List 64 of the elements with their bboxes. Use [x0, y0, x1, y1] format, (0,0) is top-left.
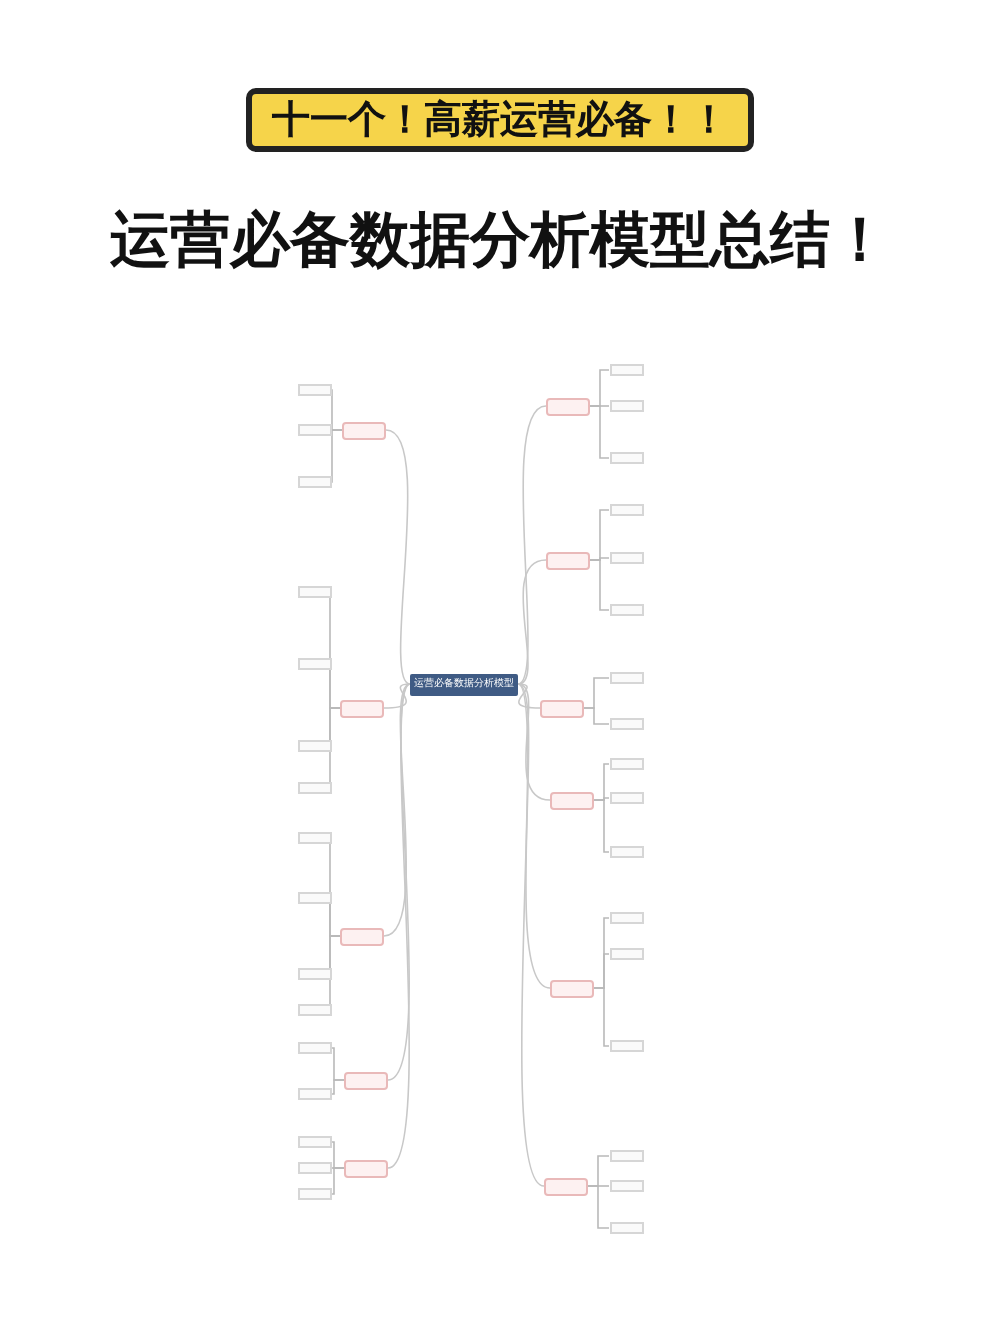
subtopic-box	[297, 740, 331, 752]
connector-line	[385, 429, 411, 685]
title: 运营必备数据分析模型总结！	[108, 204, 892, 280]
subtopic-box	[609, 400, 643, 412]
subtopic-box	[609, 912, 643, 924]
subtopic-box	[297, 968, 331, 980]
subtopic-box	[609, 604, 643, 616]
subtopic-box	[609, 1150, 643, 1162]
subtopic-box	[297, 832, 331, 844]
branch-box	[550, 979, 594, 997]
subtopic-box	[609, 452, 643, 464]
banner: 十一个！高薪运营必备！！	[246, 88, 754, 152]
subtopic-box	[297, 1042, 331, 1054]
subtopic-box	[609, 846, 643, 858]
connector-line	[517, 559, 547, 685]
branch-box	[344, 1159, 388, 1177]
subtopic-box	[609, 1222, 643, 1234]
subtopic-box	[297, 1088, 331, 1100]
connector-line	[383, 683, 411, 709]
subtopic-box	[297, 1188, 331, 1200]
subtopic-box	[609, 948, 643, 960]
subtopic-box	[609, 1180, 643, 1192]
branch-box	[342, 421, 386, 439]
branch-box	[546, 397, 590, 415]
subtopic-box	[609, 672, 643, 684]
subtopic-box	[297, 384, 331, 396]
connector-line	[383, 683, 411, 937]
branch-box	[544, 1177, 588, 1195]
connector-line	[387, 683, 411, 1081]
branch-box	[540, 699, 584, 717]
subtopic-box	[609, 504, 643, 516]
connector-line	[517, 683, 551, 989]
connector-line	[517, 405, 547, 685]
subtopic-box	[297, 782, 331, 794]
branch-box	[550, 791, 594, 809]
subtopic-box	[297, 1136, 331, 1148]
subtopic-box	[297, 424, 331, 436]
subtopic-box	[297, 892, 331, 904]
subtopic-box	[297, 1162, 331, 1174]
branch-box	[546, 551, 590, 569]
subtopic-box	[609, 552, 643, 564]
subtopic-box	[297, 1004, 331, 1016]
subtopic-box	[609, 792, 643, 804]
connector-line	[517, 683, 545, 1187]
subtopic-box	[609, 758, 643, 770]
connector-line	[589, 559, 610, 611]
subtopic-box	[609, 1040, 643, 1052]
subtopic-box	[297, 476, 331, 488]
connector-line	[517, 683, 541, 709]
branch-box	[344, 1071, 388, 1089]
connector-line	[583, 707, 610, 725]
subtopic-box	[297, 658, 331, 670]
connector-line	[387, 683, 411, 1169]
subtopic-box	[297, 586, 331, 598]
connector-line	[517, 683, 551, 801]
subtopic-box	[609, 364, 643, 376]
subtopic-box	[609, 718, 643, 730]
connector-line	[589, 405, 610, 459]
branch-box	[340, 927, 384, 945]
connector-line	[330, 1079, 345, 1095]
connector-line	[593, 987, 610, 1047]
connector-line	[587, 1185, 610, 1229]
branch-box	[340, 699, 384, 717]
connector-line	[593, 799, 610, 853]
